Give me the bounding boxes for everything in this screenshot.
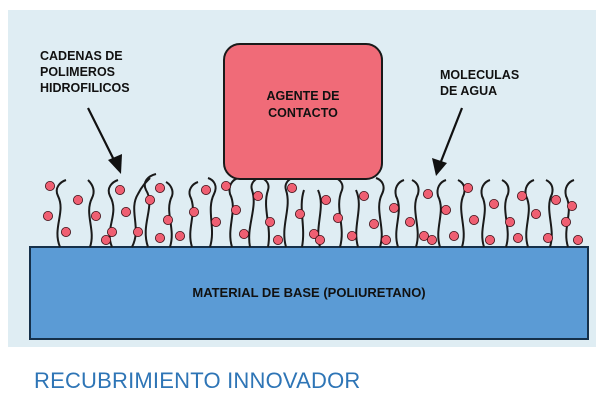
water-molecule-29 (358, 190, 369, 201)
water-molecule-48 (561, 216, 572, 227)
water-molecule-52 (154, 232, 165, 243)
water-molecule-39 (468, 214, 479, 225)
water-molecule-35 (422, 188, 433, 199)
water-molecule-24 (294, 208, 305, 219)
polymer-chain-10 (248, 177, 259, 248)
water-molecule-16 (210, 216, 221, 227)
water-molecule-20 (252, 190, 263, 201)
water-molecule-8 (121, 206, 132, 217)
polymer-chains-arrow-icon (87, 107, 122, 174)
polymer-chain-6 (165, 181, 174, 248)
polymer-chains-label-line-1: CADENAS DE (40, 49, 123, 63)
polymer-chain-4 (131, 177, 151, 248)
polymer-chain-23 (501, 179, 510, 248)
water-molecule-23 (286, 182, 297, 193)
water-molecule-51 (101, 234, 112, 245)
water-molecule-36 (440, 204, 451, 215)
water-molecule-13 (174, 230, 185, 241)
polymer-chains-label-line-3: HIDROFILICOS (40, 81, 130, 95)
water-molecule-27 (332, 212, 343, 223)
polymer-chain-22 (480, 179, 491, 248)
water-molecule-22 (272, 234, 283, 245)
water-molecule-25 (308, 228, 319, 239)
polymer-chain-5 (143, 173, 157, 248)
base-material-label: MATERIAL DE BASE (POLIURETANO) (192, 285, 425, 300)
polymer-chain-1 (55, 179, 67, 248)
contact-agent-label-line-1: AGENTE DE (267, 89, 340, 103)
water-molecule-32 (388, 202, 399, 213)
water-molecule-1 (45, 180, 56, 191)
caption-title: RECUBRIMIENTO INNOVADOR (34, 368, 361, 393)
contact-agent-block (223, 43, 383, 180)
water-molecule-42 (504, 216, 515, 227)
water-molecule-7 (115, 184, 126, 195)
water-molecule-15 (200, 184, 211, 195)
polymer-chain-11 (261, 177, 270, 248)
water-molecule-31 (380, 234, 391, 245)
water-molecule-17 (220, 180, 231, 191)
water-molecule-21 (264, 216, 275, 227)
water-molecule-9 (132, 226, 143, 237)
water-molecules-arrow-icon (432, 107, 464, 176)
water-molecule-53 (314, 234, 325, 245)
polymer-chain-12 (283, 177, 293, 248)
water-molecule-30 (368, 218, 379, 229)
water-molecule-41 (488, 198, 499, 209)
water-molecule-14 (188, 206, 199, 217)
water-molecule-49 (573, 234, 584, 245)
polymer-chain-17 (375, 177, 385, 248)
water-molecule-4 (73, 194, 84, 205)
polymer-chain-8 (207, 177, 217, 248)
water-molecule-33 (404, 216, 415, 227)
water-molecule-46 (543, 232, 554, 243)
base-material-block (29, 246, 589, 340)
water-molecule-43 (513, 232, 524, 243)
water-molecule-11 (154, 182, 165, 193)
water-molecule-40 (484, 234, 495, 245)
water-molecule-28 (346, 230, 357, 241)
water-molecule-10 (144, 194, 155, 205)
water-molecule-44 (517, 190, 528, 201)
water-molecule-12 (162, 214, 173, 225)
polymer-chain-15 (335, 177, 344, 248)
water-molecule-45 (531, 208, 542, 219)
polymer-chain-9 (228, 177, 239, 248)
polymer-chain-20 (436, 179, 447, 248)
water-molecule-26 (320, 194, 331, 205)
polymer-chain-7 (188, 181, 199, 248)
water-molecule-50 (567, 200, 578, 211)
water-molecule-19 (238, 228, 249, 239)
water-molecules (43, 180, 584, 245)
water-molecule-34 (418, 230, 429, 241)
water-molecule-47 (551, 194, 562, 205)
water-molecule-5 (91, 210, 102, 221)
contact-agent-label-line-2: CONTACTO (268, 106, 338, 120)
water-molecule-3 (61, 226, 72, 237)
polymer-chains-label-line-2: POLIMEROS (40, 65, 115, 79)
polymer-chain-18 (394, 179, 405, 248)
polymer-chain-2 (87, 179, 95, 248)
water-molecule-6 (107, 226, 118, 237)
polymer-chain-26 (564, 179, 575, 248)
water-molecule-38 (462, 182, 473, 193)
water-molecule-18 (230, 204, 241, 215)
polymer-chain-21 (457, 179, 466, 248)
water-molecule-54 (426, 234, 437, 245)
water-molecules-label-line-1: MOLECULAS (440, 68, 519, 82)
water-molecule-37 (448, 230, 459, 241)
polymer-chain-16 (355, 189, 360, 248)
polymer-chains (55, 173, 575, 248)
polymer-chain-19 (411, 179, 420, 248)
polymer-chain-25 (545, 179, 554, 248)
water-molecule-2 (43, 210, 54, 221)
water-molecules-label-line-2: DE AGUA (440, 84, 497, 98)
